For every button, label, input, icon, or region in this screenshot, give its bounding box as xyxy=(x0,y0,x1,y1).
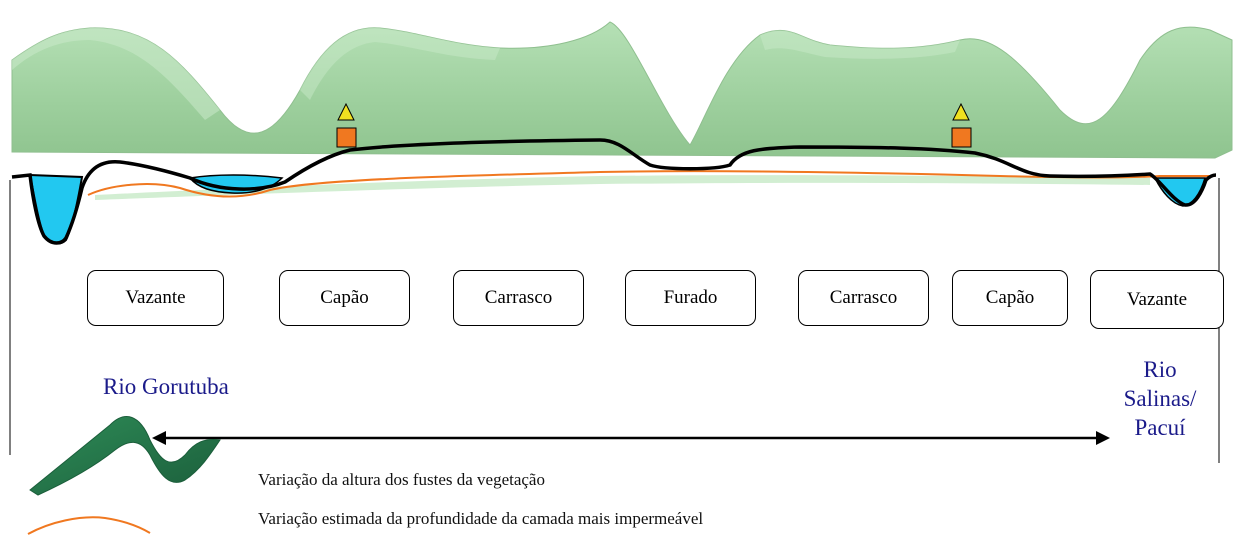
left-river-water xyxy=(28,173,84,245)
terrain-surface-line xyxy=(11,138,1217,245)
impermeable-legend-icon xyxy=(27,516,151,535)
river-label-salinas-line1: Rio xyxy=(1143,357,1177,382)
extent-arrow xyxy=(152,431,1110,445)
zone-box-furado: Furado xyxy=(625,270,756,326)
zone-box-vazante-right: Vazante xyxy=(1090,270,1224,329)
river-label-salinas-line3: Pacuí xyxy=(1134,415,1186,440)
legend-vegetation-text: Variação da altura dos fustes da vegetaç… xyxy=(258,470,545,489)
capao-marker-left xyxy=(336,102,357,148)
vegetation-legend-icon xyxy=(29,416,221,496)
capao-marker-right xyxy=(951,102,972,148)
impermeable-layer-line xyxy=(87,170,1215,198)
river-label-salinas-line2: Salinas/ xyxy=(1123,386,1197,411)
zone-box-carrasco-right: Carrasco xyxy=(798,270,929,326)
vegetation-canopy xyxy=(11,21,1233,200)
zone-box-vazante-left: Vazante xyxy=(87,270,224,326)
river-label-gorutuba: Rio Gorutuba xyxy=(103,374,229,399)
zone-box-capao-right: Capão xyxy=(952,270,1068,326)
legend-impermeable-text: Variação estimada da profundidade da cam… xyxy=(258,509,704,528)
zone-box-capao-left: Capão xyxy=(279,270,410,326)
zone-box-carrasco-left: Carrasco xyxy=(453,270,584,326)
river-label-salinas-pacui: Rio Salinas/ Pacuí xyxy=(1120,355,1200,442)
